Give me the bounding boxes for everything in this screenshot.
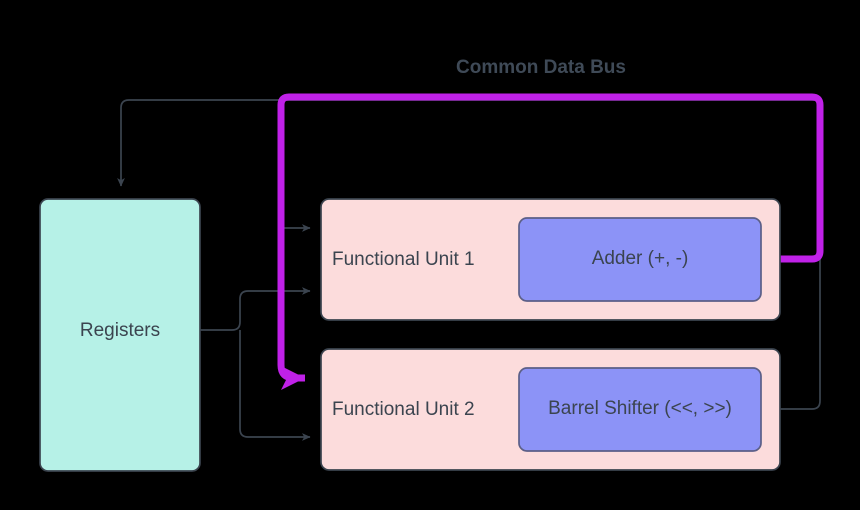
barrel-shifter-box[interactable] (518, 367, 762, 452)
barrel-shifter-label: Barrel Shifter (<<, >>) (548, 398, 732, 419)
adder-label: Adder (+, -) (592, 248, 689, 269)
common-data-bus-highlight (277, 93, 824, 390)
wire-bus-to-unit1-operand (282, 100, 311, 232)
adder-box[interactable] (518, 217, 762, 302)
functional-unit-1-label: Functional Unit 1 (332, 249, 475, 270)
wire-registers-to-unit2-operand (239, 330, 311, 441)
wire-registers-to-unit1-operand (200, 287, 311, 331)
diagram-title: Common Data Bus (456, 57, 626, 78)
registers-box[interactable] (39, 198, 201, 472)
functional-unit-2-label: Functional Unit 2 (332, 399, 475, 420)
wire-bus-to-registers (117, 99, 820, 187)
registers-label: Registers (80, 320, 160, 341)
wire-unit2-output-to-bus (780, 100, 821, 410)
